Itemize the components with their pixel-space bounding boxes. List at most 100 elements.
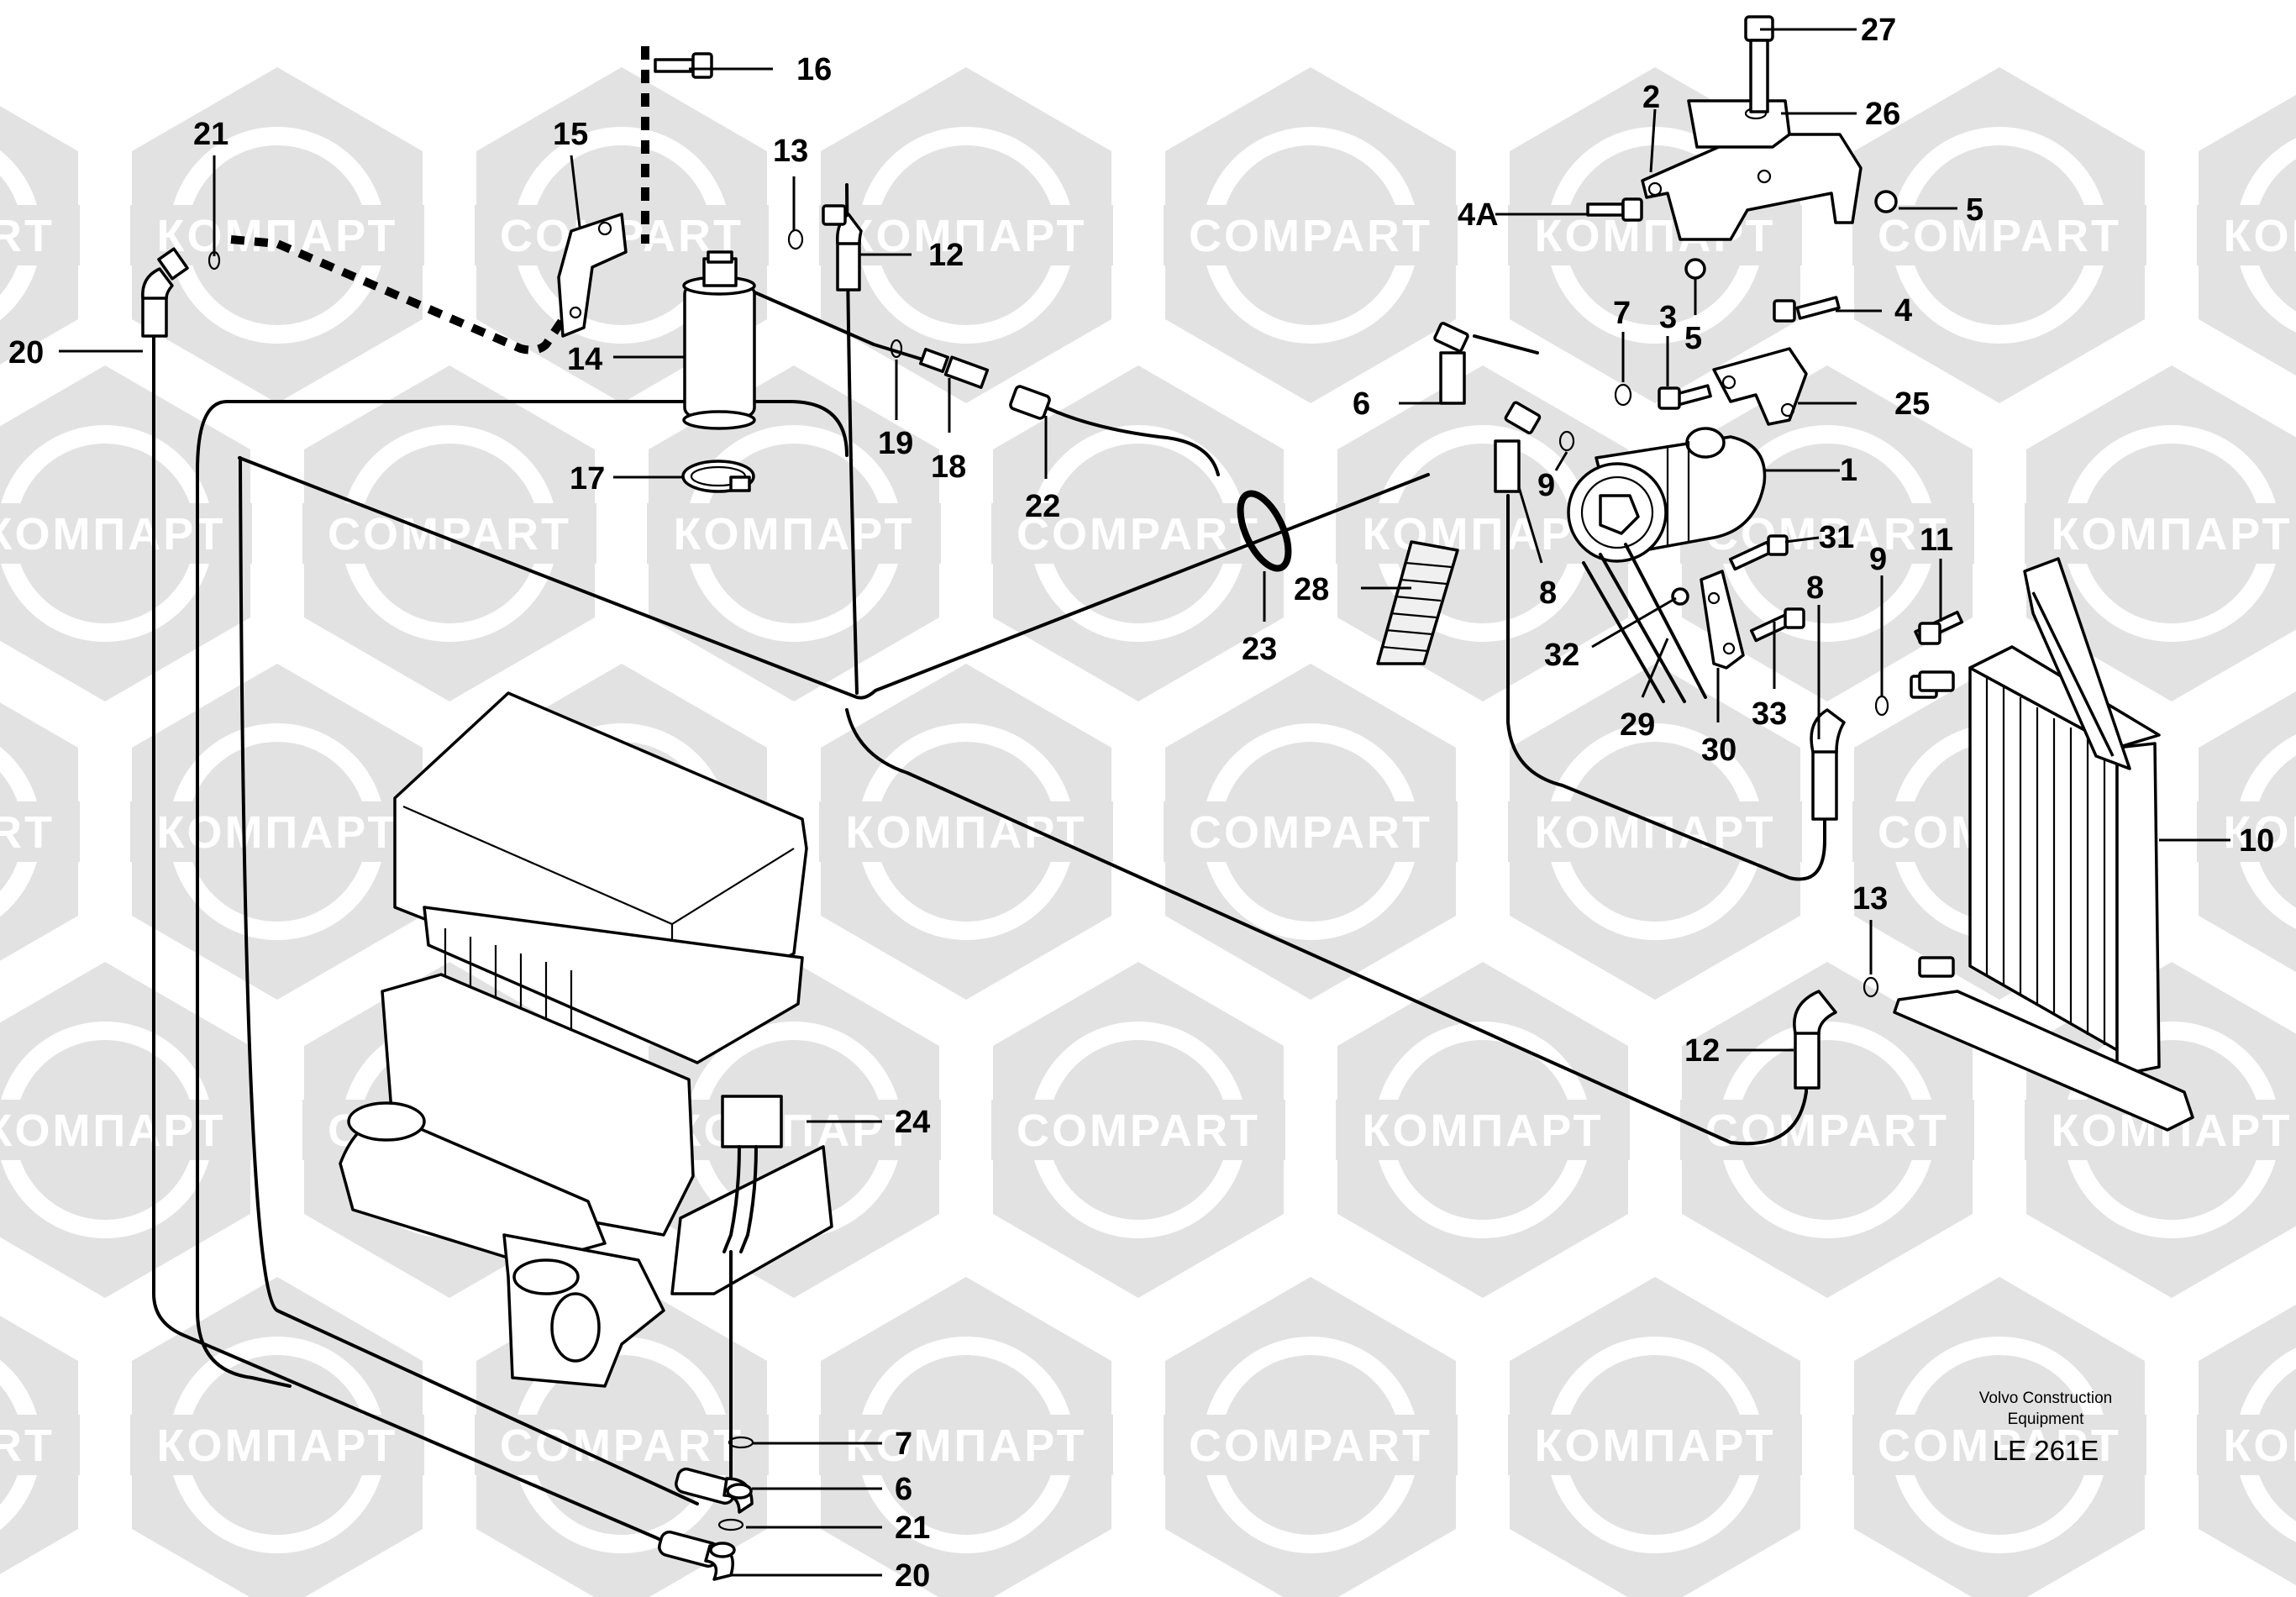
bolts-31-33 xyxy=(1671,534,1805,643)
watermark-text: COMPART xyxy=(500,1421,743,1471)
watermark-text: COMPART xyxy=(0,211,55,261)
watermark-text: COMPART xyxy=(1878,211,2121,261)
fitting-20-bottom xyxy=(658,1530,736,1581)
watermark-text: COMPART xyxy=(1189,807,1432,858)
callout-21: 21 xyxy=(193,117,229,152)
clamp-25 xyxy=(1712,347,1808,426)
fitting-8-left xyxy=(1494,401,1575,493)
callout-28: 28 xyxy=(1294,572,1329,607)
callout-10: 10 xyxy=(2239,823,2274,859)
evaporator-unit xyxy=(339,691,833,1388)
watermark-text: КОМПАРТ xyxy=(156,807,397,858)
fitting-12-top xyxy=(787,204,863,292)
ac-compressor xyxy=(1567,427,1767,563)
watermark-tile: COMPART xyxy=(991,962,1285,1298)
pressure-switch xyxy=(890,339,990,389)
watermark-tile: COMPART xyxy=(475,1277,769,1597)
watermark-tile: COMPART xyxy=(1680,962,1974,1298)
callout-19: 19 xyxy=(878,426,913,461)
watermark-text: COMPART xyxy=(1705,1106,1949,1156)
watermark-text: КОМПАРТ xyxy=(156,211,397,261)
watermark-text: КОМПАРТ xyxy=(0,1106,226,1156)
watermark-text: КОМПАРТ xyxy=(1534,807,1775,858)
callout-9: 9 xyxy=(1537,468,1555,503)
watermark-text: КОМПАРТ xyxy=(2051,509,2292,559)
watermark-tile: КОМПАРТ xyxy=(130,1277,424,1597)
callout-31: 31 xyxy=(1819,520,1854,555)
cable-tie xyxy=(1237,490,1292,572)
callout-22: 22 xyxy=(1025,489,1060,524)
watermark-tile: КОМПАРТ xyxy=(0,365,252,701)
watermark-text: КОМПАРТ xyxy=(1534,1421,1775,1471)
watermark-tile: КОМПАРТ xyxy=(1336,365,1630,701)
watermark-tile: КОМПАРТ xyxy=(819,67,1113,403)
callout-2: 2 xyxy=(1642,80,1660,115)
callout-6: 6 xyxy=(1353,386,1370,422)
watermark-text: КОМПАРТ xyxy=(2223,807,2296,858)
callout-16: 16 xyxy=(796,52,832,87)
receiver-drier xyxy=(682,250,756,430)
callout-30: 30 xyxy=(1701,733,1736,768)
callout-15: 15 xyxy=(553,117,588,152)
fitting-20-top xyxy=(141,247,221,338)
watermark-tile: КОМПАРТ xyxy=(2197,1277,2296,1597)
watermark-layer: COMPART КОМПАРТ COMPART КОМПАРТ COMPART КОМПА… xyxy=(0,67,2296,1597)
callout-17: 17 xyxy=(570,461,605,496)
callout-20: 20 xyxy=(8,335,44,370)
watermark-tile: КОМПАРТ xyxy=(647,365,941,701)
watermark-tile: COMPART xyxy=(991,365,1285,701)
callout-23: 23 xyxy=(1242,632,1277,667)
watermark-text: КОМПАРТ xyxy=(673,1106,914,1156)
callout-labels: 27 2 26 16 21 15 13 12 4A 5 20 7 3 4 5 1… xyxy=(8,13,2274,1594)
drawing-footer: Volvo Construction Equipment LE 261E xyxy=(1979,1389,2112,1466)
callout-27: 27 xyxy=(1861,13,1896,48)
watermark-tile: COMPART xyxy=(0,664,80,1000)
callout-13: 13 xyxy=(773,134,808,169)
hose-sleeve xyxy=(1376,540,1459,665)
watermark-tile: COMPART xyxy=(1164,67,1458,403)
watermark-text: КОМПАРТ xyxy=(2223,1421,2296,1471)
watermark-tile: COMPART xyxy=(1164,1277,1458,1597)
watermark-text: КОМПАРТ xyxy=(156,1421,397,1471)
watermark-tile: КОМПАРТ xyxy=(1508,1277,1802,1597)
watermark-text: КОМПАРТ xyxy=(673,509,914,559)
callout-21b: 21 xyxy=(895,1510,930,1546)
callout-29: 29 xyxy=(1620,707,1655,743)
watermark-text: COMPART xyxy=(1878,1421,2121,1471)
watermark-tile: КОМПАРТ xyxy=(2025,365,2296,701)
watermark-text: КОМПАРТ xyxy=(1362,509,1603,559)
callout-11: 11 xyxy=(1920,523,1953,558)
watermark-text: COMPART xyxy=(1189,211,1432,261)
bolt-27 xyxy=(1744,15,1774,113)
watermark-text: КОМПАРТ xyxy=(0,509,226,559)
watermark-text: COMPART xyxy=(328,509,571,559)
connector-22 xyxy=(1009,385,1051,420)
callout-4: 4 xyxy=(1894,293,1912,328)
watermark-tile: КОМПАРТ xyxy=(130,67,424,403)
watermark-tile: COMPART xyxy=(302,365,596,701)
watermark-text: COMPART xyxy=(0,1421,55,1471)
watermark-tile: КОМПАРТ xyxy=(1508,664,1802,1000)
fitting-12-bottom xyxy=(1793,976,1879,1090)
callout-13b: 13 xyxy=(1852,881,1888,917)
manufacturer-line-2: Equipment xyxy=(2008,1411,2085,1428)
bolt-11 xyxy=(1914,610,1964,645)
watermark-text: КОМПАРТ xyxy=(2223,211,2296,261)
watermark-tile: КОМПАРТ xyxy=(1336,962,1630,1298)
washer-5 xyxy=(1684,190,1898,280)
manufacturer-line-1: Volvo Construction xyxy=(1979,1389,2112,1407)
bolt-4 xyxy=(1773,296,1841,323)
leader-lines xyxy=(59,28,2230,1577)
hose-clamp xyxy=(681,460,755,493)
watermark-text: COMPART xyxy=(1017,509,1260,559)
watermark-tile: COMPART xyxy=(1164,664,1458,1000)
watermark-text: КОМПАРТ xyxy=(845,211,1086,261)
watermark-tile: COMPART xyxy=(1852,67,2146,403)
watermark-tile: КОМПАРТ xyxy=(130,664,424,1000)
watermark-text: COMPART xyxy=(1017,1106,1260,1156)
watermark-text: КОМПАРТ xyxy=(1362,1106,1603,1156)
fitting-6-bottom xyxy=(675,1467,754,1514)
callout-5: 5 xyxy=(1966,192,1983,228)
spacer-block xyxy=(1687,99,1791,149)
